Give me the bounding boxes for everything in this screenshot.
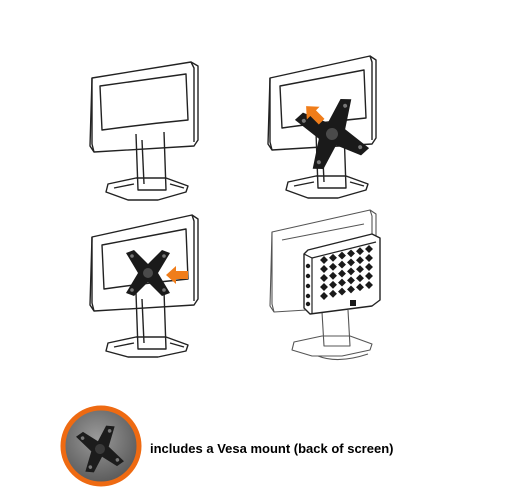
vesa-plate-icon [126, 250, 170, 296]
vent-hole [365, 281, 373, 289]
vesa-mount-thumbnail [60, 405, 142, 487]
step-1-monitor-back [86, 60, 202, 202]
step-3-plate-attached [86, 213, 206, 358]
vent-hole [329, 253, 337, 262]
vent-hole [347, 276, 355, 285]
vent-hole [347, 285, 355, 294]
vent-hole [320, 292, 328, 300]
vent-hole [365, 245, 373, 253]
vent-hole [329, 271, 337, 280]
vent-hole [320, 265, 328, 273]
vent-hole [320, 256, 328, 264]
caption-text: includes a Vesa mount (back of screen) [150, 441, 394, 456]
step-2-mount-plate [264, 54, 384, 199]
vent-hole [365, 254, 373, 262]
monitor-back-illustration [269, 209, 381, 361]
vent-hole [365, 263, 373, 271]
arrow-icon [306, 106, 325, 125]
vesa-mount-photo-icon [60, 405, 142, 487]
monitor-back-illustration [89, 61, 199, 201]
vent-hole [329, 262, 337, 271]
vent-hole [338, 251, 346, 260]
mini-pc-icon [303, 233, 381, 315]
vent-hole [347, 258, 355, 267]
vent-hole [365, 272, 373, 280]
vent-hole [356, 256, 364, 265]
vent-hole [320, 274, 328, 282]
vent-hole [329, 289, 337, 298]
monitor-back-illustration [89, 214, 199, 358]
vent-hole [347, 249, 355, 258]
arrow-icon [166, 266, 188, 284]
vent-hole [347, 267, 355, 276]
vent-hole [356, 247, 364, 256]
step-4-mini-pc-attached [268, 204, 388, 364]
vent-hole [320, 283, 328, 291]
vent-hole [329, 280, 337, 289]
monitor-back-illustration [267, 55, 377, 199]
vesa-plate-icon [294, 98, 370, 170]
